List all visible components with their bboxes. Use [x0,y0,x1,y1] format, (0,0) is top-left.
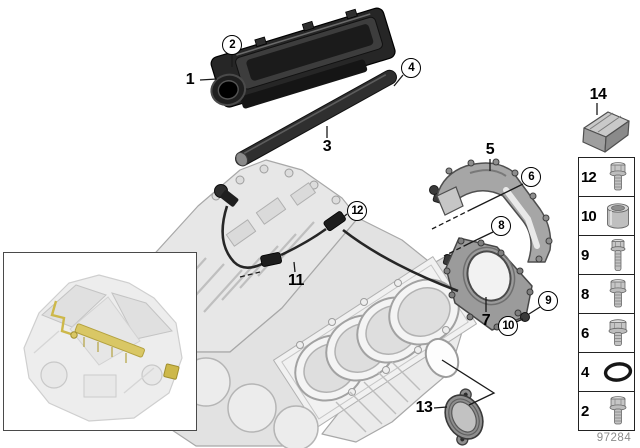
hex-bolt-icon [603,161,633,194]
callout-label-14: 14 [589,86,607,103]
flange-bolt-icon [603,318,633,349]
part-cell-12: 12 [579,158,634,197]
highlighted-harness-art [50,300,180,380]
drawing-number: 97284 [596,432,632,444]
part-cell-2: 2 [579,392,634,430]
part-cell-4: 4 [579,353,634,392]
hex-bolt-long-icon [603,238,633,273]
breather-cover-part-1-art [210,7,396,109]
callout-circle-8: 8 [491,216,511,236]
part-ref: 6 [581,324,589,342]
callout-circle-6: 6 [521,167,541,187]
callout-circle-2: 2 [222,35,242,55]
callout-label-3: 3 [322,138,332,155]
sensor-cable-part-11-art [214,184,459,293]
tube-part-3-art [235,69,397,167]
cover-plate-part-13-art [444,388,484,446]
fastener-reference-panel: 12 10 [578,157,635,431]
part-cell-6: 6 [579,314,634,353]
part-cell-9: 9 [579,236,634,275]
part-ref: 10 [581,207,597,225]
callout-circle-12: 12 [347,201,367,221]
callout-label-11: 11 [288,272,304,289]
part-cell-8: 8 [579,275,634,314]
part-ref: 9 [581,246,589,264]
dowel-sleeve-icon [603,201,633,231]
o-ring-icon [603,360,633,384]
part-ref: 8 [581,285,589,303]
hex-bolt-icon [603,278,633,311]
hex-bolt-icon [603,395,633,428]
part-ref: 2 [581,402,589,420]
callout-circle-9: 9 [538,291,558,311]
part-cell-10: 10 [579,197,634,236]
part-ref: 4 [581,363,589,381]
callout-circle-4: 4 [401,58,421,78]
callout-label-7: 7 [481,312,491,329]
callout-circle-10: 10 [498,316,518,336]
thumbnail-engine-art [23,274,183,422]
part-ref: 12 [581,168,597,186]
leader-lines [199,55,598,409]
sealing-compound-block-icon [582,111,630,153]
location-thumbnail [3,252,197,431]
callout-label-5: 5 [485,141,495,158]
callout-label-1: 1 [185,71,195,88]
callout-label-13: 13 [415,399,433,416]
